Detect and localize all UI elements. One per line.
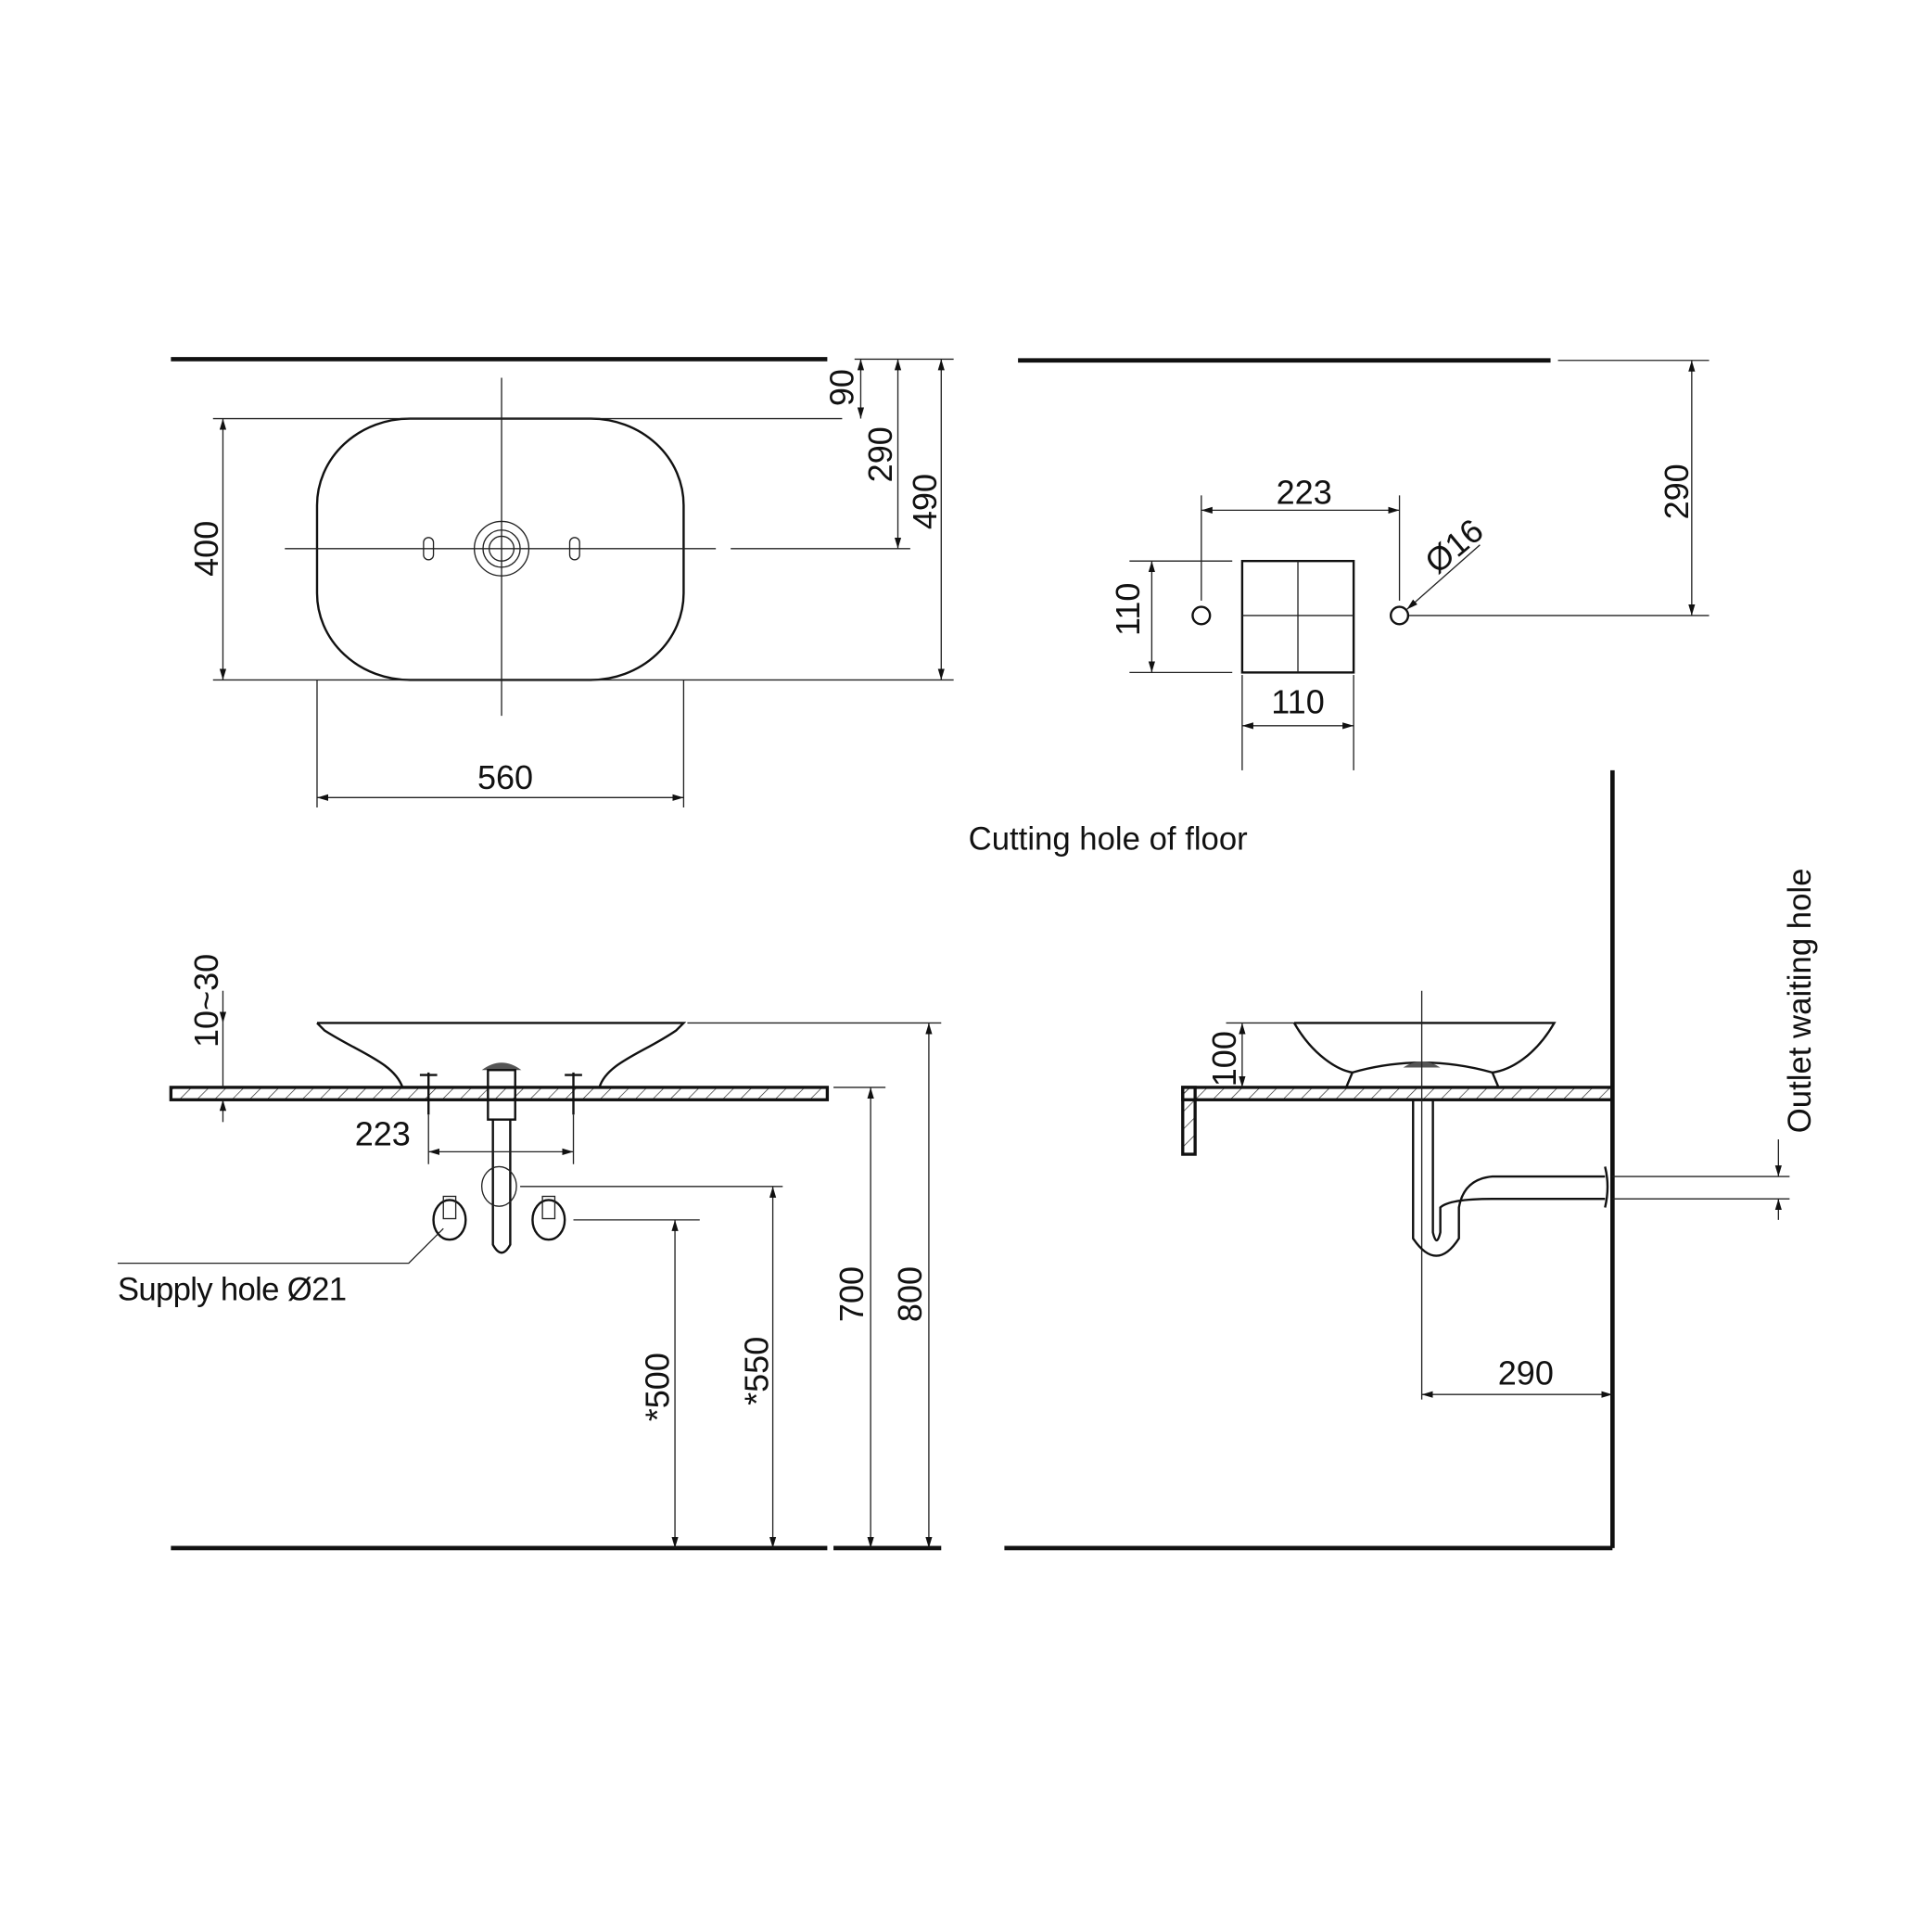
- drain-pipe: [491, 1119, 512, 1254]
- dim-supply-height: *500: [638, 1353, 676, 1421]
- basin-profile: [1292, 1022, 1557, 1088]
- supply-valve-right: [531, 1195, 566, 1241]
- supply-leader: [117, 1227, 444, 1265]
- s-trap: [1412, 1099, 1606, 1257]
- bolt-left: [419, 1072, 438, 1115]
- dim-wall-to-drain: 290: [1498, 1354, 1554, 1392]
- outlet-label: Outlet waiting hole: [1783, 869, 1818, 1134]
- dim-wall-to-edge: 90: [822, 369, 860, 406]
- dim-cutout-height: 110: [1109, 583, 1147, 636]
- plan-view: 400 90 290 490 560: [171, 357, 954, 808]
- countertop: [169, 1086, 830, 1101]
- dim-valve-spacing: 223: [355, 1115, 411, 1153]
- dim-width: 560: [477, 758, 533, 796]
- dim-hole-diameter: Ø16: [1417, 511, 1491, 580]
- drain-icon: [473, 520, 530, 577]
- tap-slot-right: [568, 537, 580, 561]
- pop-up-drain: [481, 1062, 522, 1071]
- dim-hole-spacing: 223: [1277, 474, 1332, 512]
- supply-label: Supply hole Ø21: [118, 1273, 347, 1308]
- wall-flange: [1604, 1166, 1609, 1208]
- tap-slot-left: [423, 537, 435, 561]
- supply-hole-left: [1191, 605, 1212, 626]
- supply-hole-right: [1390, 605, 1410, 626]
- dim-total-height: 800: [891, 1266, 929, 1322]
- dim-wall-to-holes: 290: [1658, 464, 1696, 519]
- dim-wall-to-front: 490: [906, 474, 944, 529]
- dim-drain-height: *550: [737, 1337, 775, 1405]
- front-view: Supply hole Ø21 10~30 223 *500 *550 700 …: [117, 954, 942, 1551]
- dim-slab-thickness: 10~30: [187, 954, 225, 1048]
- countertop: [1181, 1086, 1615, 1101]
- supply-valve-left: [432, 1195, 467, 1241]
- basin-profile: [316, 1022, 687, 1088]
- dim-wall-to-drain: 290: [861, 426, 899, 482]
- dim-cutout-width: 110: [1271, 682, 1324, 720]
- side-view: Outlet waiting hole 100 290: [1004, 769, 1818, 1551]
- cutout-title: Cutting hole of floor: [969, 821, 1248, 857]
- dim-basin-height: 100: [1205, 1031, 1243, 1087]
- floor-cutout-view: 290 223 Ø16 110 110 Cutting hole of floo…: [969, 358, 1710, 857]
- dim-depth: 400: [187, 521, 225, 577]
- bolt-right: [565, 1072, 582, 1115]
- dim-counter-height: 700: [833, 1266, 871, 1322]
